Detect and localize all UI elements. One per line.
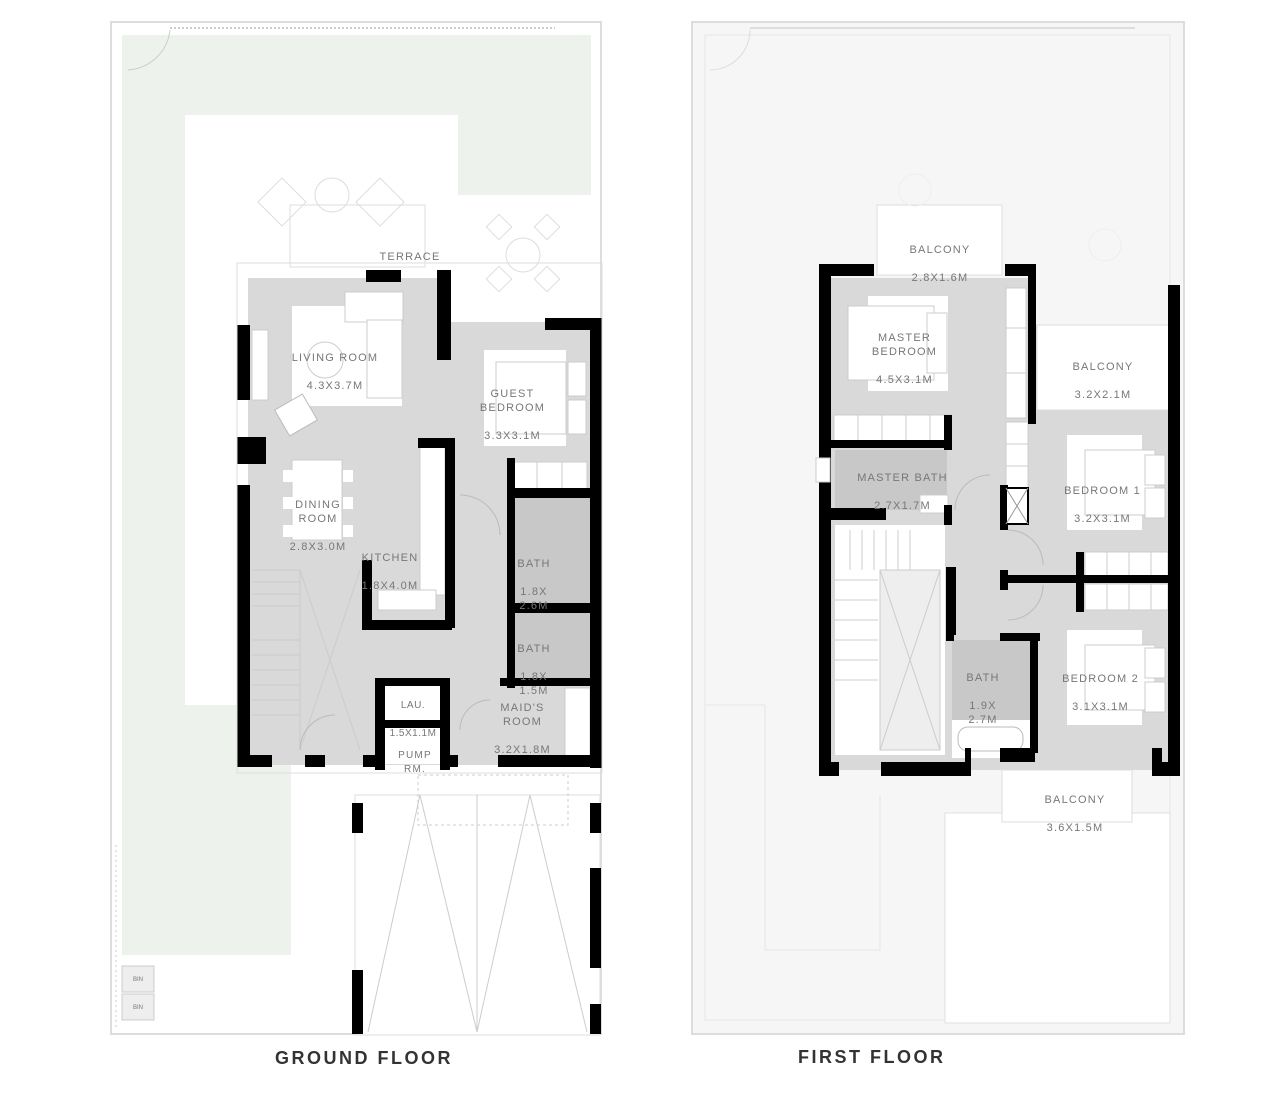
room-name: BEDROOM 1 — [1064, 485, 1141, 497]
room-bedroom-1: BEDROOM 1 3.2X3.1M — [1055, 470, 1150, 540]
room-balcony: BALCONY 2.8X1.6M — [895, 229, 985, 299]
room-bath: BATH 1.8X 1.5M — [514, 628, 554, 712]
room-size: 4.5X3.1M — [876, 374, 933, 386]
room-size: 3.3X3.1M — [484, 430, 541, 442]
room-name: TERRACE — [379, 251, 441, 263]
room-laundry: LAU. 1.5X1.1M — [382, 685, 444, 755]
bin-label: BIN — [132, 1005, 143, 1011]
bin-label: BIN — [132, 977, 143, 983]
room-kitchen: KITCHEN 1.8X4.0M — [350, 537, 430, 607]
room-name: MASTER BATH — [857, 472, 948, 484]
room-dining-room: DINING ROOM 2.8X3.0M — [278, 484, 358, 568]
first-floor-caption: FIRST FLOOR — [798, 1047, 946, 1067]
room-size: 3.6X1.5M — [1046, 822, 1104, 834]
room-pump-room: PUMP RM. — [385, 735, 445, 791]
ground-floor-caption: GROUND FLOOR — [275, 1048, 453, 1068]
room-terrace: TERRACE — [370, 236, 450, 264]
room-size: 4.3X3.7M — [306, 380, 364, 392]
room-guest-bedroom: GUEST BEDROOM 3.3X3.1M — [470, 373, 555, 457]
room-size: 3.2X1.8M — [494, 744, 551, 756]
room-bedroom-2: BEDROOM 2 3.1X3.1M — [1053, 658, 1148, 728]
room-maids-room: MAID'S ROOM 3.2X1.8M — [485, 687, 560, 771]
room-living-room: LIVING ROOM 4.3X3.7M — [280, 337, 390, 407]
room-size: 1.8X4.0M — [361, 580, 419, 592]
room-name: PUMP RM. — [398, 750, 432, 775]
room-master-bedroom: MASTER BEDROOM 4.5X3.1M — [862, 317, 947, 401]
room-name: KITCHEN — [361, 552, 419, 564]
ground-floor-drawing — [110, 21, 603, 1036]
room-name: BEDROOM 2 — [1062, 673, 1139, 685]
room-bath: BATH 1.8X 2.6M — [514, 543, 554, 627]
room-name: LAU. — [400, 700, 426, 711]
room-size: 2.8X1.6M — [911, 272, 969, 284]
room-name: BALCONY — [1072, 361, 1134, 373]
room-master-bath: MASTER BATH 2.7X1.7M — [850, 457, 955, 527]
room-balcony: BALCONY 3.6X1.5M — [1030, 779, 1120, 849]
room-size: 3.2X3.1M — [1074, 513, 1131, 525]
room-name: BATH — [517, 643, 551, 655]
room-name: BALCONY — [1044, 794, 1106, 806]
room-size: 1.8X 2.6M — [519, 586, 549, 612]
room-name: BALCONY — [909, 244, 971, 256]
room-size: 1.8X 1.5M — [519, 671, 549, 697]
room-balcony: BALCONY 3.2X2.1M — [1058, 346, 1148, 416]
room-size: 2.8X3.0M — [289, 541, 347, 553]
room-bath: BATH 1.9X 2.7M — [962, 657, 1004, 741]
room-name: BATH — [517, 558, 551, 570]
room-name: MASTER BEDROOM — [871, 332, 938, 358]
room-size: 1.5X1.1M — [389, 728, 437, 739]
room-name: DINING ROOM — [295, 499, 341, 525]
room-name: MAID'S ROOM — [500, 702, 545, 728]
room-size: 3.1X3.1M — [1072, 701, 1129, 713]
room-size: 3.2X2.1M — [1074, 389, 1132, 401]
room-size: 2.7X1.7M — [874, 500, 931, 512]
room-name: LIVING ROOM — [291, 352, 379, 364]
room-name: BATH — [966, 672, 1000, 684]
room-size: 1.9X 2.7M — [968, 700, 998, 726]
ground-floor-plan: BIN BIN TERRACE LIVING ROOM 4.3X3.7M GUE… — [110, 21, 603, 1068]
room-name: GUEST BEDROOM — [479, 388, 546, 414]
